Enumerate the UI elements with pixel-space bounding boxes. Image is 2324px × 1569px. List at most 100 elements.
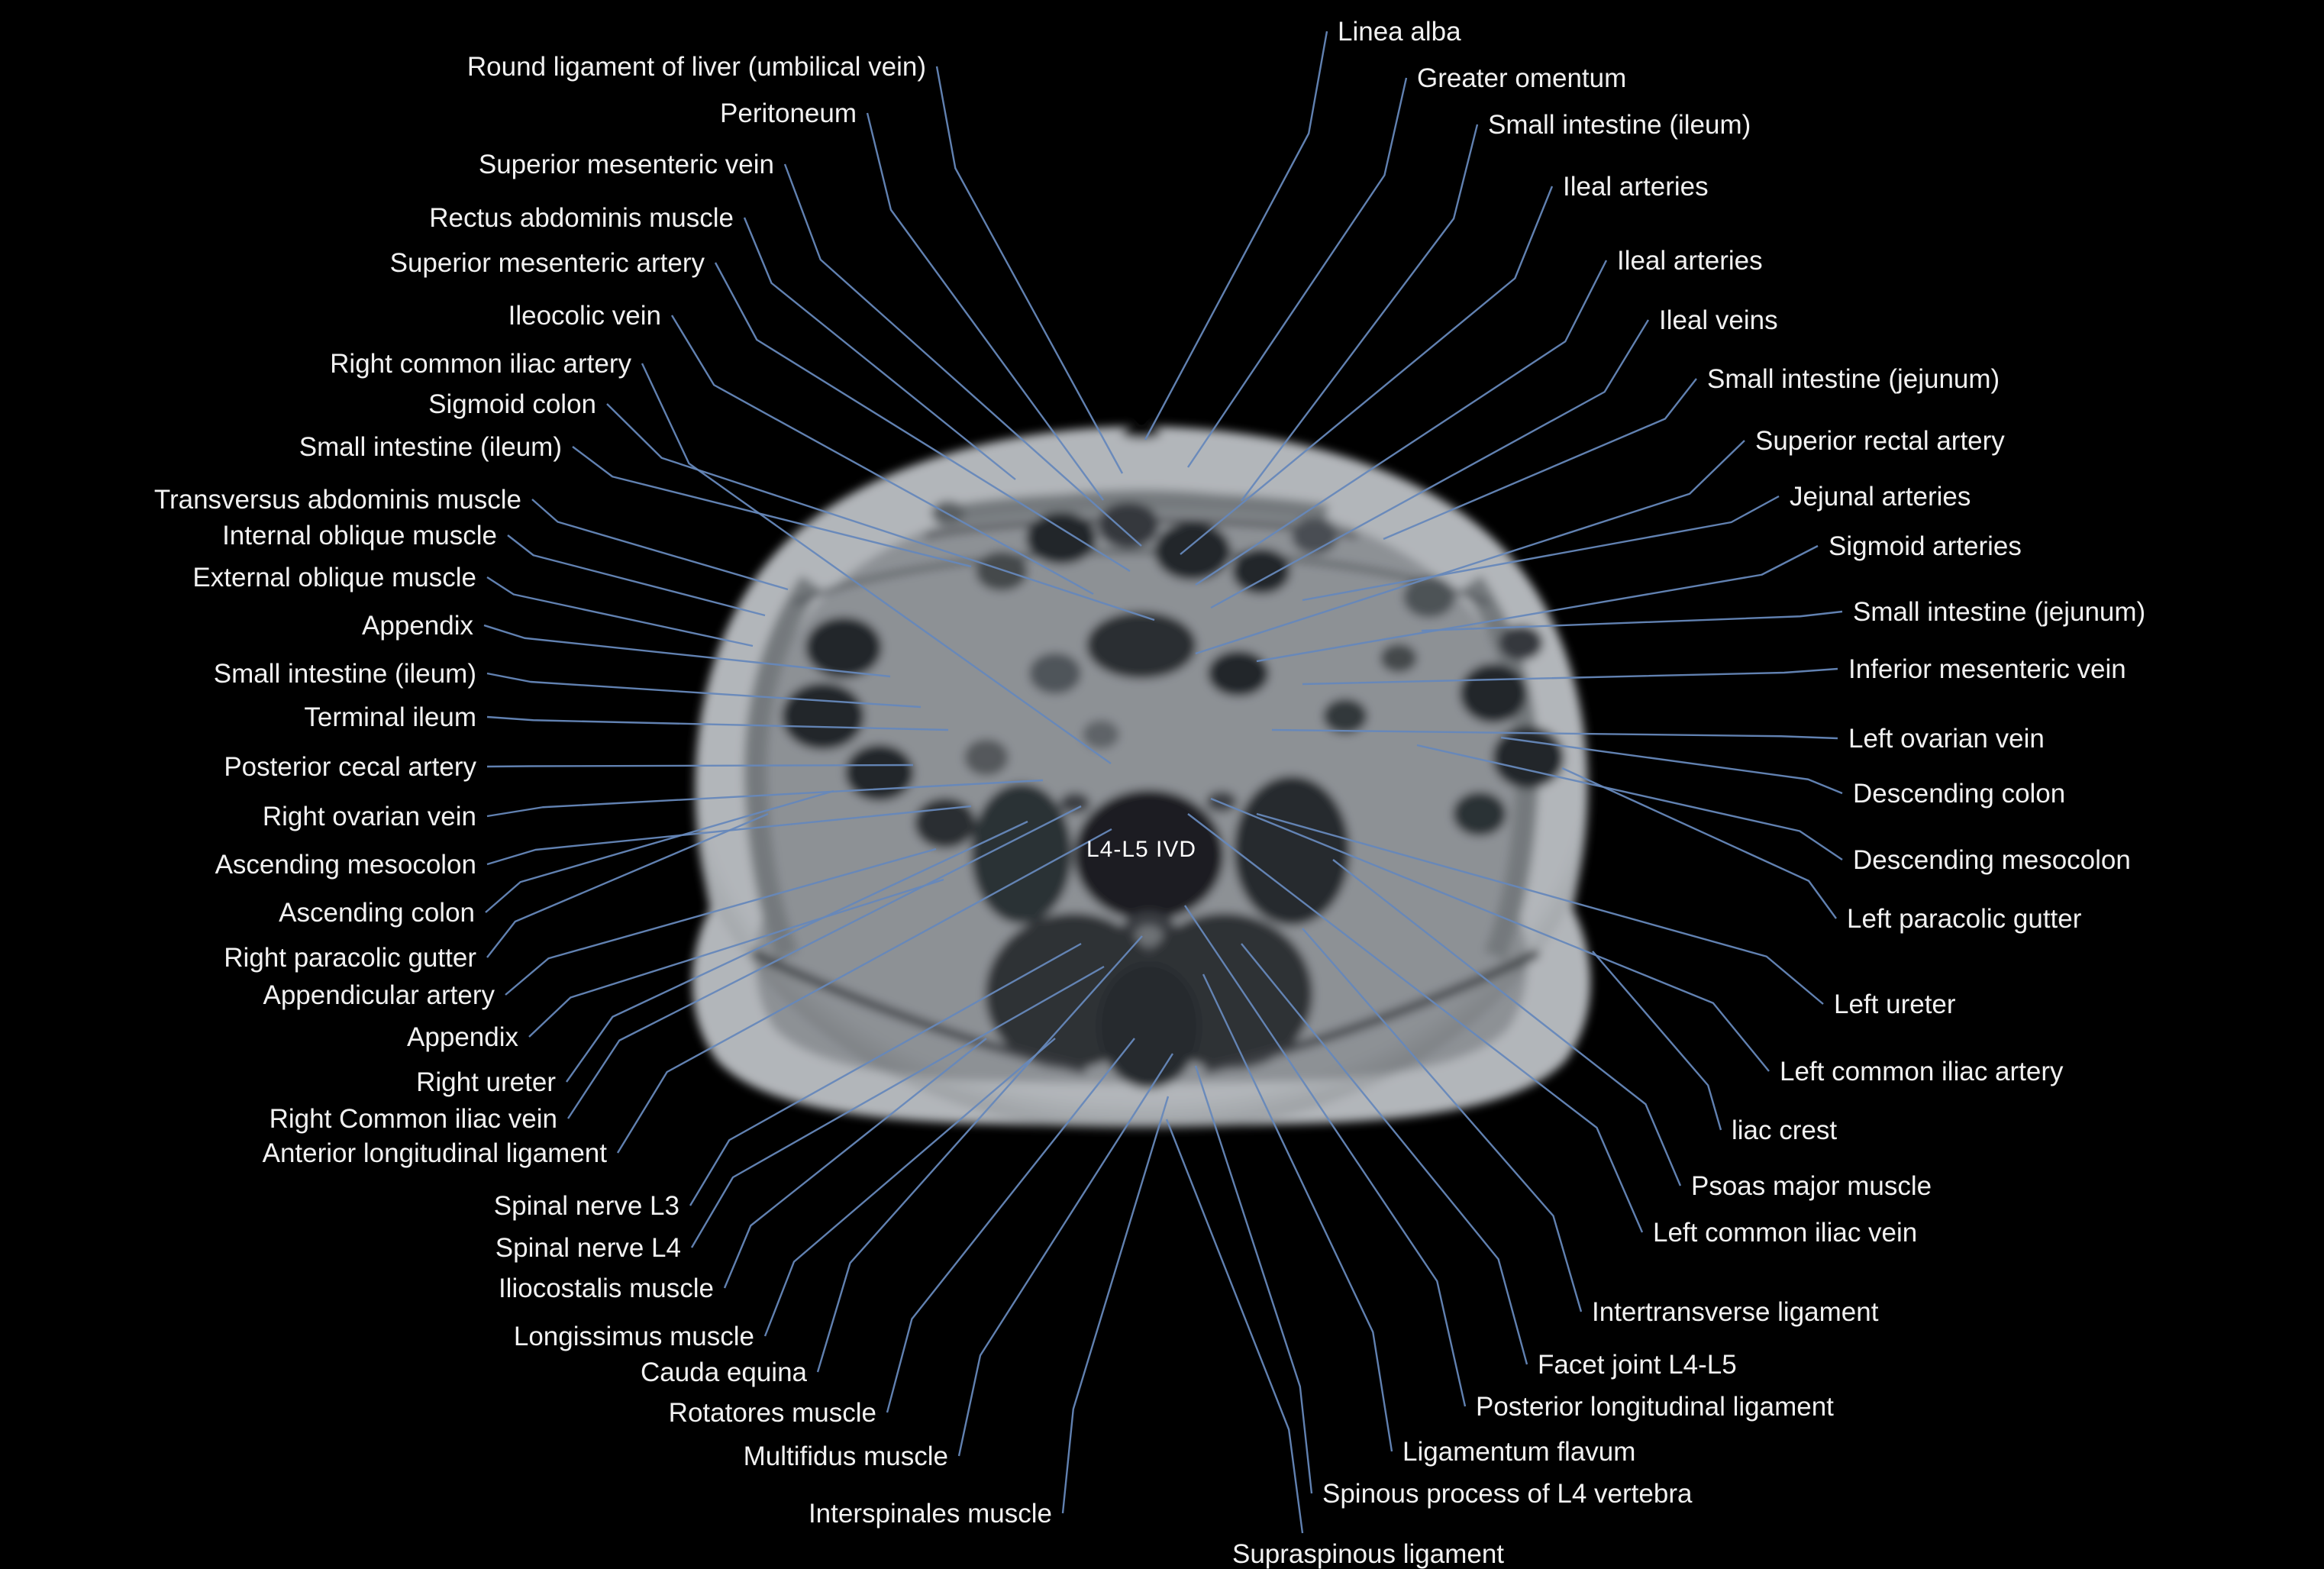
anatomy-label: Small intestine (jejunum) (1853, 597, 2145, 627)
leader-line (1241, 124, 1479, 502)
leader-line (1332, 859, 1682, 1186)
leader-line (1383, 378, 1697, 541)
leader-line (505, 847, 937, 996)
leader-line (1184, 905, 1467, 1407)
anatomy-label: Longissimus muscle (514, 1322, 754, 1351)
leader-line (1256, 544, 1819, 663)
leader-line (486, 764, 914, 768)
anatomy-label: Terminal ileum (304, 702, 476, 732)
leader-line (763, 1038, 1056, 1337)
leader-line (1241, 943, 1528, 1365)
leader-line (486, 779, 1044, 818)
anatomy-label: Right ovarian vein (263, 802, 476, 831)
leader-line (483, 624, 891, 678)
leader-line (1195, 260, 1608, 586)
leader-line (1302, 667, 1838, 686)
leader-line (816, 935, 1143, 1373)
anatomy-label: Sigmoid colon (428, 389, 596, 419)
leader-line (641, 363, 1112, 764)
anatomy-label: Multifidus muscle (744, 1441, 948, 1471)
anatomy-label: Left ovarian vein (1848, 724, 2045, 754)
leader-lines-layer (483, 31, 1843, 1534)
leader-line (1500, 736, 1843, 795)
leader-line (1194, 1065, 1313, 1494)
leader-line (531, 499, 789, 591)
leader-line (1165, 1119, 1304, 1534)
leader-line (1302, 495, 1780, 602)
leader-line (1061, 1096, 1170, 1514)
anatomy-label: Greater omentum (1417, 63, 1626, 93)
anatomy-label: Left common iliac artery (1780, 1057, 2064, 1086)
anatomy-label: Appendix (362, 611, 473, 641)
leader-line (486, 805, 972, 866)
leader-line (714, 262, 1131, 573)
anatomy-label: Left paracolic gutter (1847, 904, 2082, 934)
anatomy-label: Peritoneum (720, 98, 857, 128)
anatomy-label: Spinal nerve L3 (494, 1191, 679, 1221)
leader-line (690, 965, 1105, 1248)
anatomy-label: Transversus abdominis muscle (154, 485, 521, 515)
anatomy-label: Spinal nerve L4 (495, 1233, 681, 1263)
anatomy-label: Left ureter (1834, 990, 1956, 1019)
body-shading (683, 416, 1599, 1134)
labels-layer: Round ligament of liver (umbilical vein)… (154, 17, 2145, 1569)
anatomy-label: Appendix (407, 1022, 518, 1052)
leader-line (1271, 728, 1838, 740)
leader-line (1195, 440, 1745, 655)
anatomy-label: Rectus abdominis muscle (429, 203, 734, 233)
leader-line (566, 805, 1082, 1119)
anatomy-label: Right Common iliac vein (270, 1104, 557, 1134)
anatomy-label: Psoas major muscle (1691, 1171, 1932, 1201)
anatomy-label: Interspinales muscle (809, 1499, 1052, 1529)
anatomy-label: Right paracolic gutter (224, 943, 476, 973)
leader-line (743, 217, 1016, 480)
anatomy-label: Small intestine (jejunum) (1707, 364, 2000, 394)
leader-line (723, 1038, 987, 1289)
anatomy-label: Superior rectal artery (1755, 426, 2005, 456)
leader-line (886, 1038, 1135, 1413)
anatomy-label: Jejunal arteries (1790, 482, 1971, 512)
leader-line (935, 66, 1124, 474)
leader-line (866, 112, 1104, 501)
anatomy-label: Spinous process of L4 vertebra (1322, 1479, 1693, 1509)
leader-line (1180, 186, 1554, 555)
anatomy-label: Sigmoid arteries (1829, 531, 2022, 561)
leader-line (1561, 767, 1837, 919)
leader-line (783, 163, 1142, 547)
leader-line (1421, 610, 1843, 632)
anatomy-label: liac crest (1732, 1115, 1837, 1145)
anatomy-label: Ileal arteries (1563, 172, 1709, 202)
anatomy-label: Left common iliac vein (1653, 1218, 1917, 1248)
leader-line (1210, 797, 1770, 1072)
leader-line (566, 820, 1028, 1083)
anatomy-label: Round ligament of liver (umbilical vein) (467, 52, 926, 82)
anatomy-label: Descending colon (1853, 779, 2065, 809)
leader-line (689, 942, 1082, 1206)
leader-line (485, 789, 834, 913)
anatomy-label: Linea alba (1338, 17, 1461, 47)
anatomy-label: Superior mesenteric vein (479, 150, 774, 179)
mri-axial-section (683, 416, 1599, 1134)
anatomy-label: Posterior longitudinal ligament (1476, 1392, 1834, 1422)
leader-line (486, 812, 769, 958)
leader-line (1416, 744, 1843, 860)
anatomy-label: Supraspinous ligament (1232, 1539, 1504, 1569)
leader-line (1592, 951, 1722, 1131)
anatomy-label: Facet joint L4-L5 (1538, 1350, 1737, 1380)
anatomy-label: Appendicular artery (263, 980, 495, 1010)
leader-line (486, 715, 949, 731)
anatomy-label: Iliocostalis muscle (499, 1274, 714, 1303)
anatomy-label: Inferior mesenteric vein (1848, 654, 2126, 684)
anatomy-label: Small intestine (ileum) (299, 432, 562, 462)
anatomy-label: Ascending colon (279, 898, 475, 928)
anatomy-label: Right ureter (416, 1067, 556, 1097)
leader-line (957, 1053, 1174, 1457)
leader-line (606, 403, 1155, 621)
anatomy-label: Intertransverse ligament (1592, 1297, 1879, 1327)
leader-line (1202, 973, 1393, 1452)
anatomy-label: Descending mesocolon (1853, 845, 2131, 875)
anatomy-label: External oblique muscle (192, 563, 476, 592)
leader-line (486, 576, 754, 647)
leader-line (1302, 928, 1583, 1312)
